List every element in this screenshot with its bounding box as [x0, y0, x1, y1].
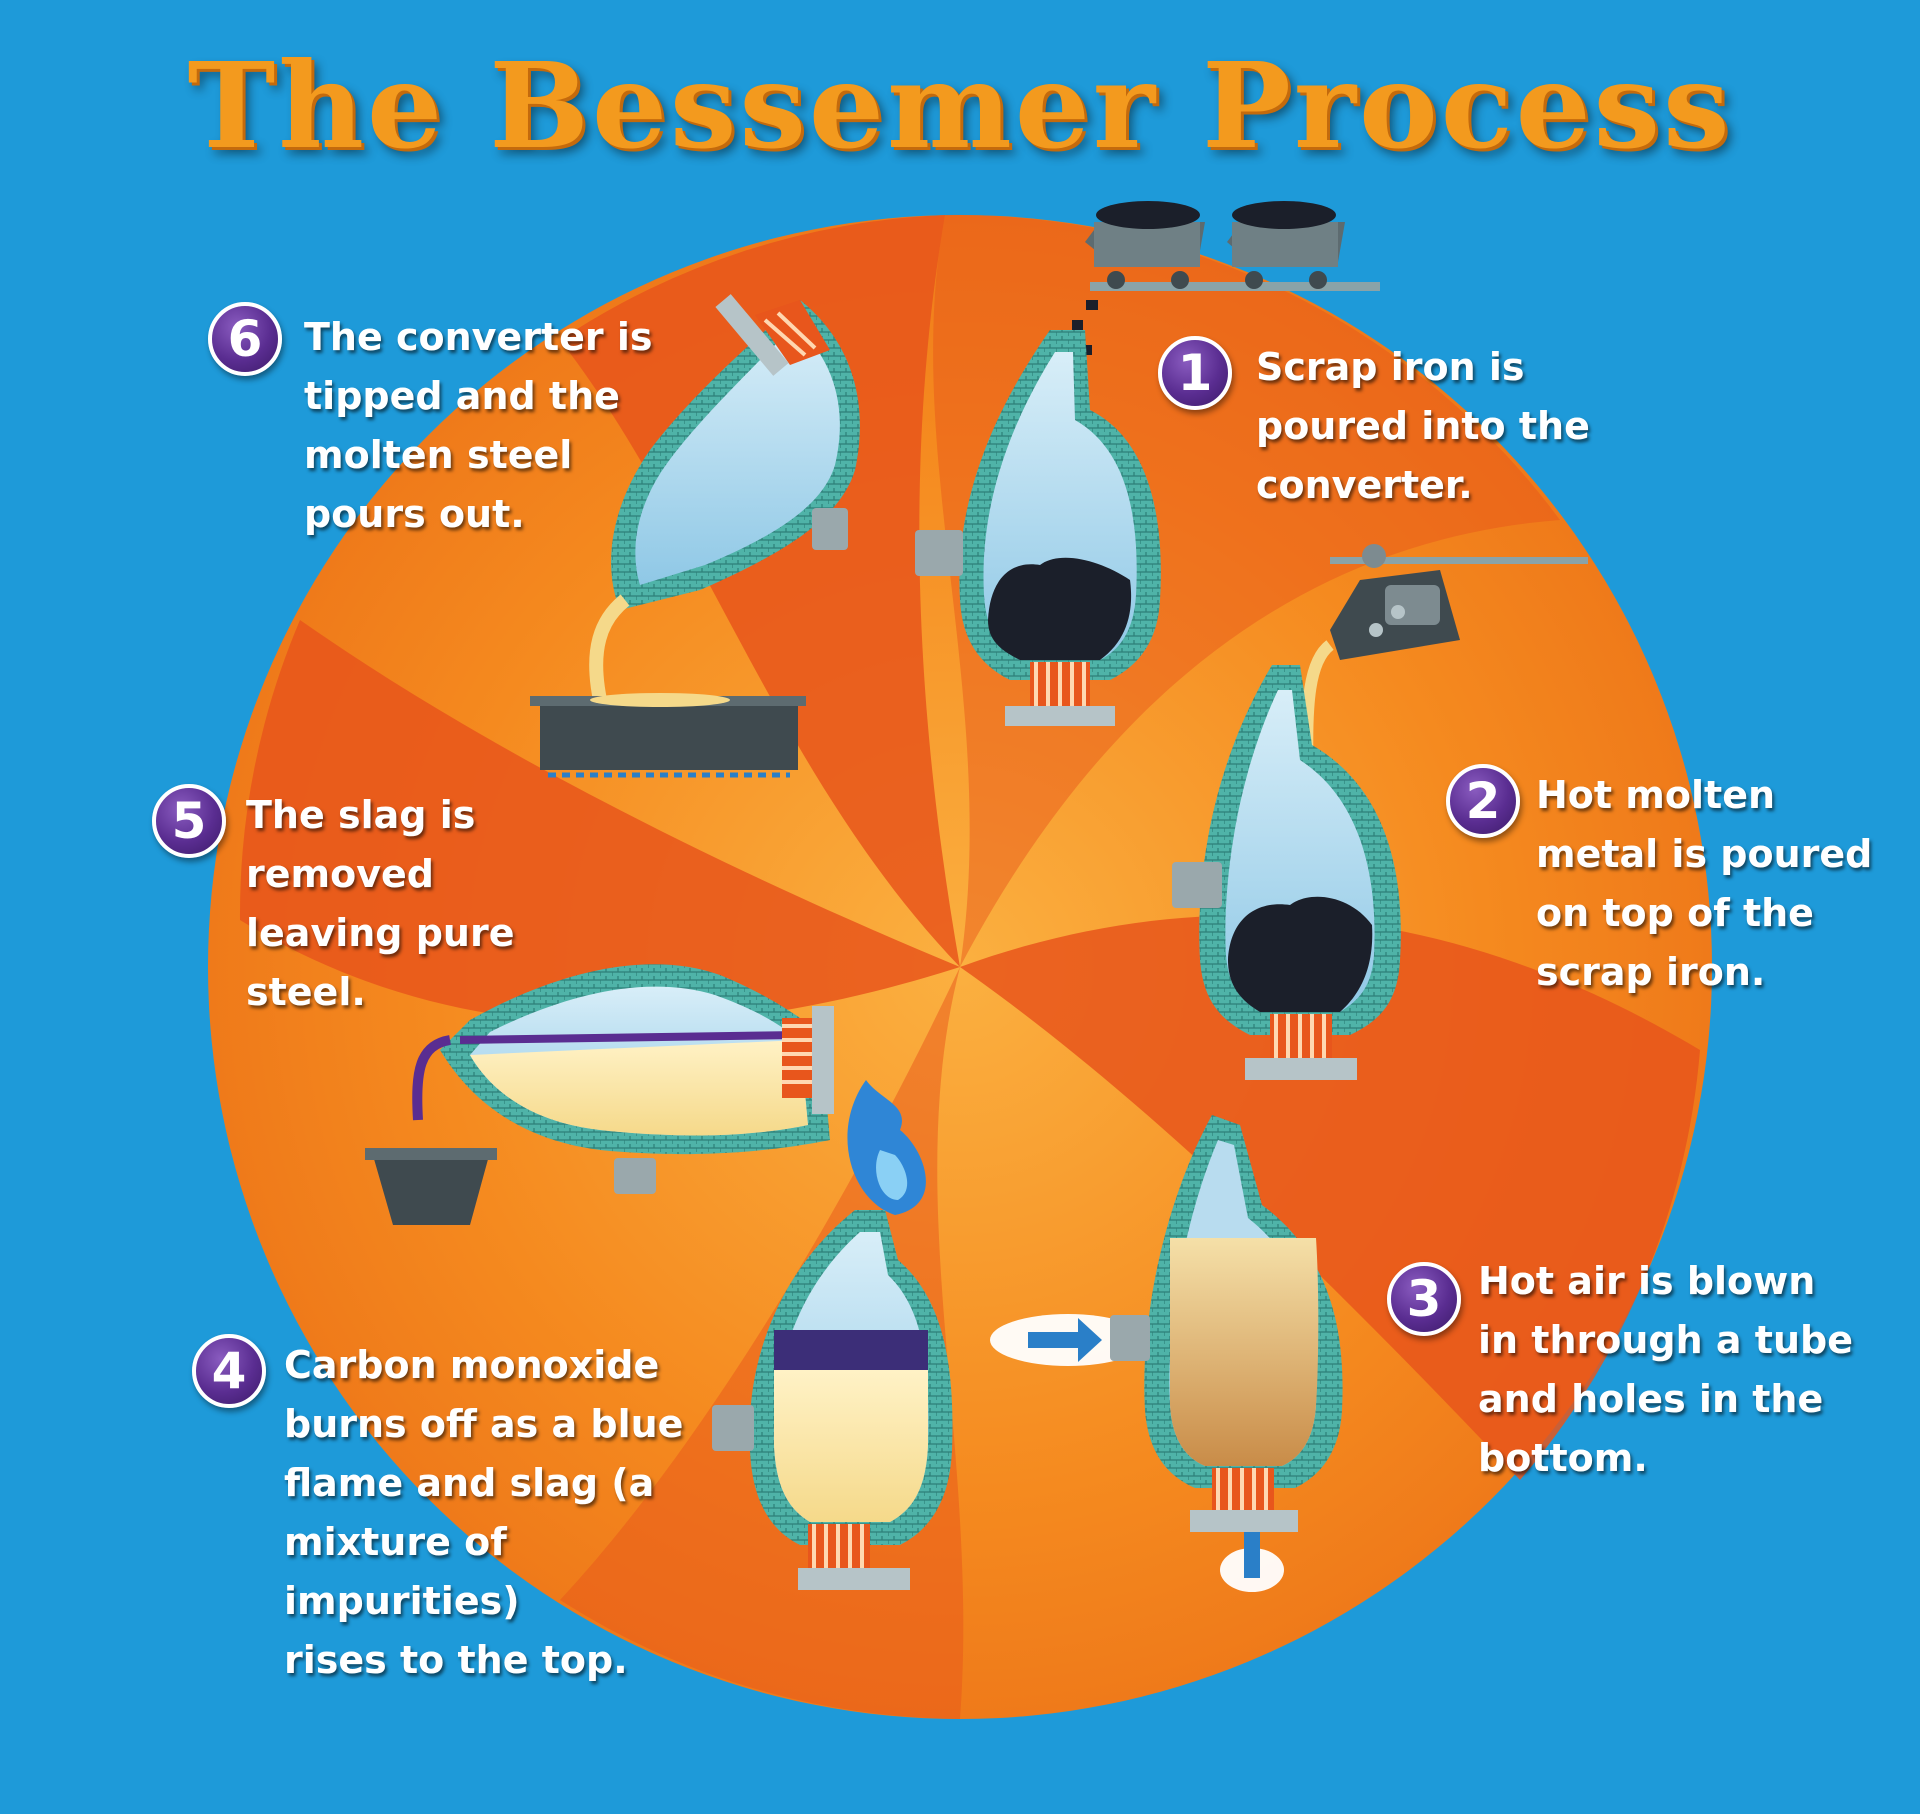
wheel-swirl-sectors: [239, 214, 1700, 1719]
step-4-line: rises to the top.: [284, 1638, 628, 1682]
step-1-badge: 1: [1158, 336, 1232, 410]
step-5-line: leaving pure: [246, 911, 515, 955]
step-4-line: burns off as a blue: [284, 1402, 684, 1446]
step-6-line: tipped and the: [304, 374, 620, 418]
step-2-badge: 2: [1446, 764, 1520, 838]
step-5-line: The slag is: [246, 793, 476, 837]
step-1-text: Scrap iron is poured into the converter.: [1256, 338, 1816, 515]
step-5-line: steel.: [246, 970, 366, 1014]
step-4-line: mixture of impurities): [284, 1520, 520, 1623]
step-4-line: Carbon monoxide: [284, 1343, 660, 1387]
step-3-line: in through a tube: [1478, 1318, 1853, 1362]
step-2-text: Hot molten metal is poured on top of the…: [1536, 766, 1916, 1002]
step-6-line: pours out.: [304, 492, 525, 536]
converter-step-4: [712, 1210, 953, 1590]
step-3-line: bottom.: [1478, 1436, 1648, 1480]
step-1-line: poured into the: [1256, 404, 1590, 448]
step-1-line: converter.: [1256, 463, 1473, 507]
rail-car-icon: [1085, 201, 1380, 291]
step-4-badge: 4: [192, 1334, 266, 1408]
step-6-line: The converter is: [304, 315, 653, 359]
step-2-line: scrap iron.: [1536, 950, 1766, 994]
steel-mold-icon: [530, 693, 806, 778]
step-3-badge: 3: [1387, 1262, 1461, 1336]
converter-step-5: [412, 964, 834, 1194]
step-6-text: The converter is tipped and the molten s…: [304, 308, 684, 544]
converter-step-2: [1172, 665, 1401, 1080]
step-4-text: Carbon monoxide burns off as a blue flam…: [284, 1336, 754, 1690]
step-1-line: Scrap iron is: [1256, 345, 1525, 389]
step-2-line: metal is poured: [1536, 832, 1873, 876]
step-6-badge: 6: [208, 302, 282, 376]
step-3-line: Hot air is blown: [1478, 1259, 1816, 1303]
converter-step-3: [1110, 1115, 1343, 1532]
step-5-text: The slag is removed leaving pure steel.: [246, 786, 546, 1022]
converter-step-1: [915, 330, 1161, 726]
ladle-icon: [1301, 544, 1588, 781]
converter-step-6: [589, 294, 860, 702]
step-6-line: molten steel: [304, 433, 573, 477]
blue-flame-icon: [847, 1080, 926, 1215]
page-title: The Bessemer Process: [187, 36, 1733, 175]
step-2-line: on top of the: [1536, 891, 1814, 935]
step-5-badge: 5: [152, 784, 226, 858]
slag-bucket-icon: [365, 1148, 497, 1225]
step-3-text: Hot air is blown in through a tube and h…: [1478, 1252, 1898, 1488]
step-4-line: flame and slag (a: [284, 1461, 655, 1505]
step-2-line: Hot molten: [1536, 773, 1776, 817]
step-5-line: removed: [246, 852, 434, 896]
step-3-line: and holes in the: [1478, 1377, 1824, 1421]
